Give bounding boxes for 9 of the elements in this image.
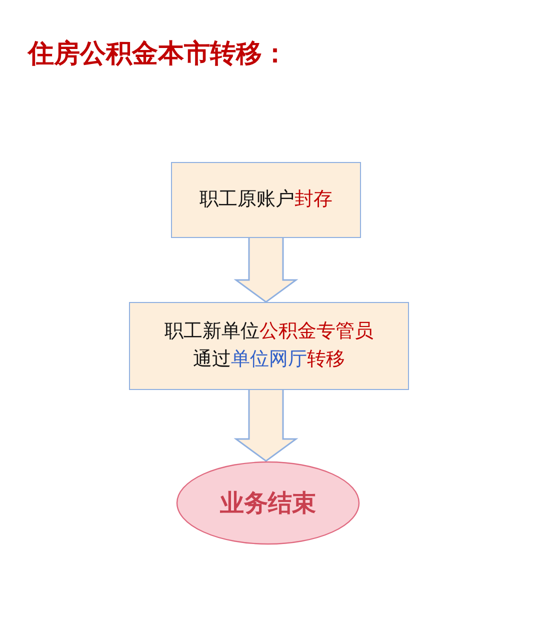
end-ellipse [176,461,360,545]
node-text: 职工新单位公积金专管员通过单位网厅转移 [164,319,374,372]
node-text: 职工原账户封存 [198,187,334,212]
node-text: 业务结束 [220,488,316,519]
block-arrow [234,236,298,303]
block-arrow [234,388,298,462]
title: 住房公积金本市转移： [28,38,288,71]
process-box [129,302,409,390]
process-box [171,162,361,238]
